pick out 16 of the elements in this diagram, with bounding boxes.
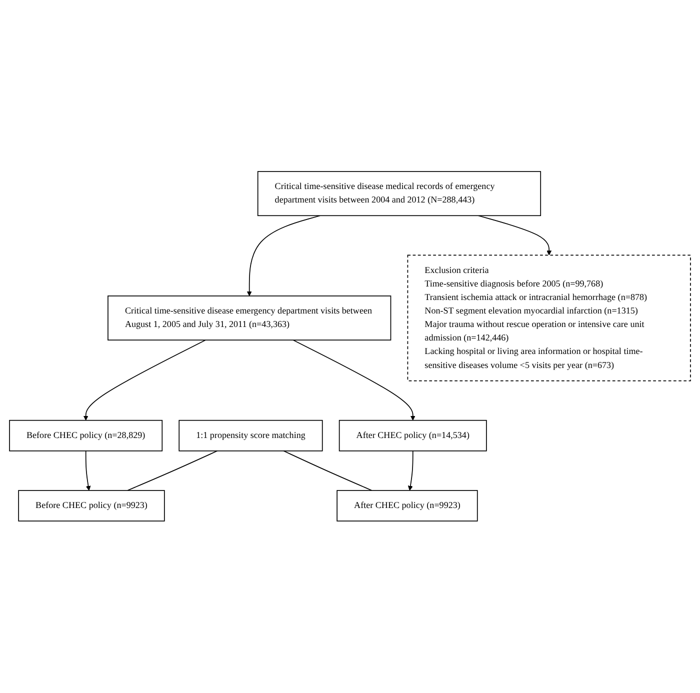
node-box: 1:1 propensity score matching: [178, 420, 323, 452]
node-box: Before CHEC policy (n=28,829): [9, 420, 163, 452]
connector: [283, 450, 372, 492]
node-box: Exclusion criteria Time-sensitive diagnosis before 2005 (n=99,768) Transient ischemia attack or intracranial hemorrhage (n=878) Non-ST segment elevation myocardial infarction (n=1315) Major trauma without rescue operation or intensive care unit admission (n=142,446) Lacking hospital or living area information or hospital time-sensitive diseases volume <5 visits per year (n=673): [407, 255, 691, 382]
arrow: [246, 215, 321, 296]
connector: [126, 450, 218, 492]
node-box: Before CHEC policy (n=9923): [18, 490, 165, 522]
arrow: [85, 450, 91, 491]
node-box: After CHEC policy (n=14,534): [338, 420, 487, 452]
node-box: After CHEC policy (n=9923): [336, 490, 478, 522]
arrow: [478, 215, 552, 256]
arrow: [292, 340, 416, 421]
node-box: Critical time-sensitive disease emergency department visits between August 1, 2005 and July 31, 2011 (n=43,363): [108, 296, 392, 341]
node-box: Critical time-sensitive disease medical records of emergency department visits between 2004 and 2012 (N=288,443): [257, 171, 542, 216]
arrow: [408, 450, 414, 491]
arrow: [83, 340, 206, 421]
